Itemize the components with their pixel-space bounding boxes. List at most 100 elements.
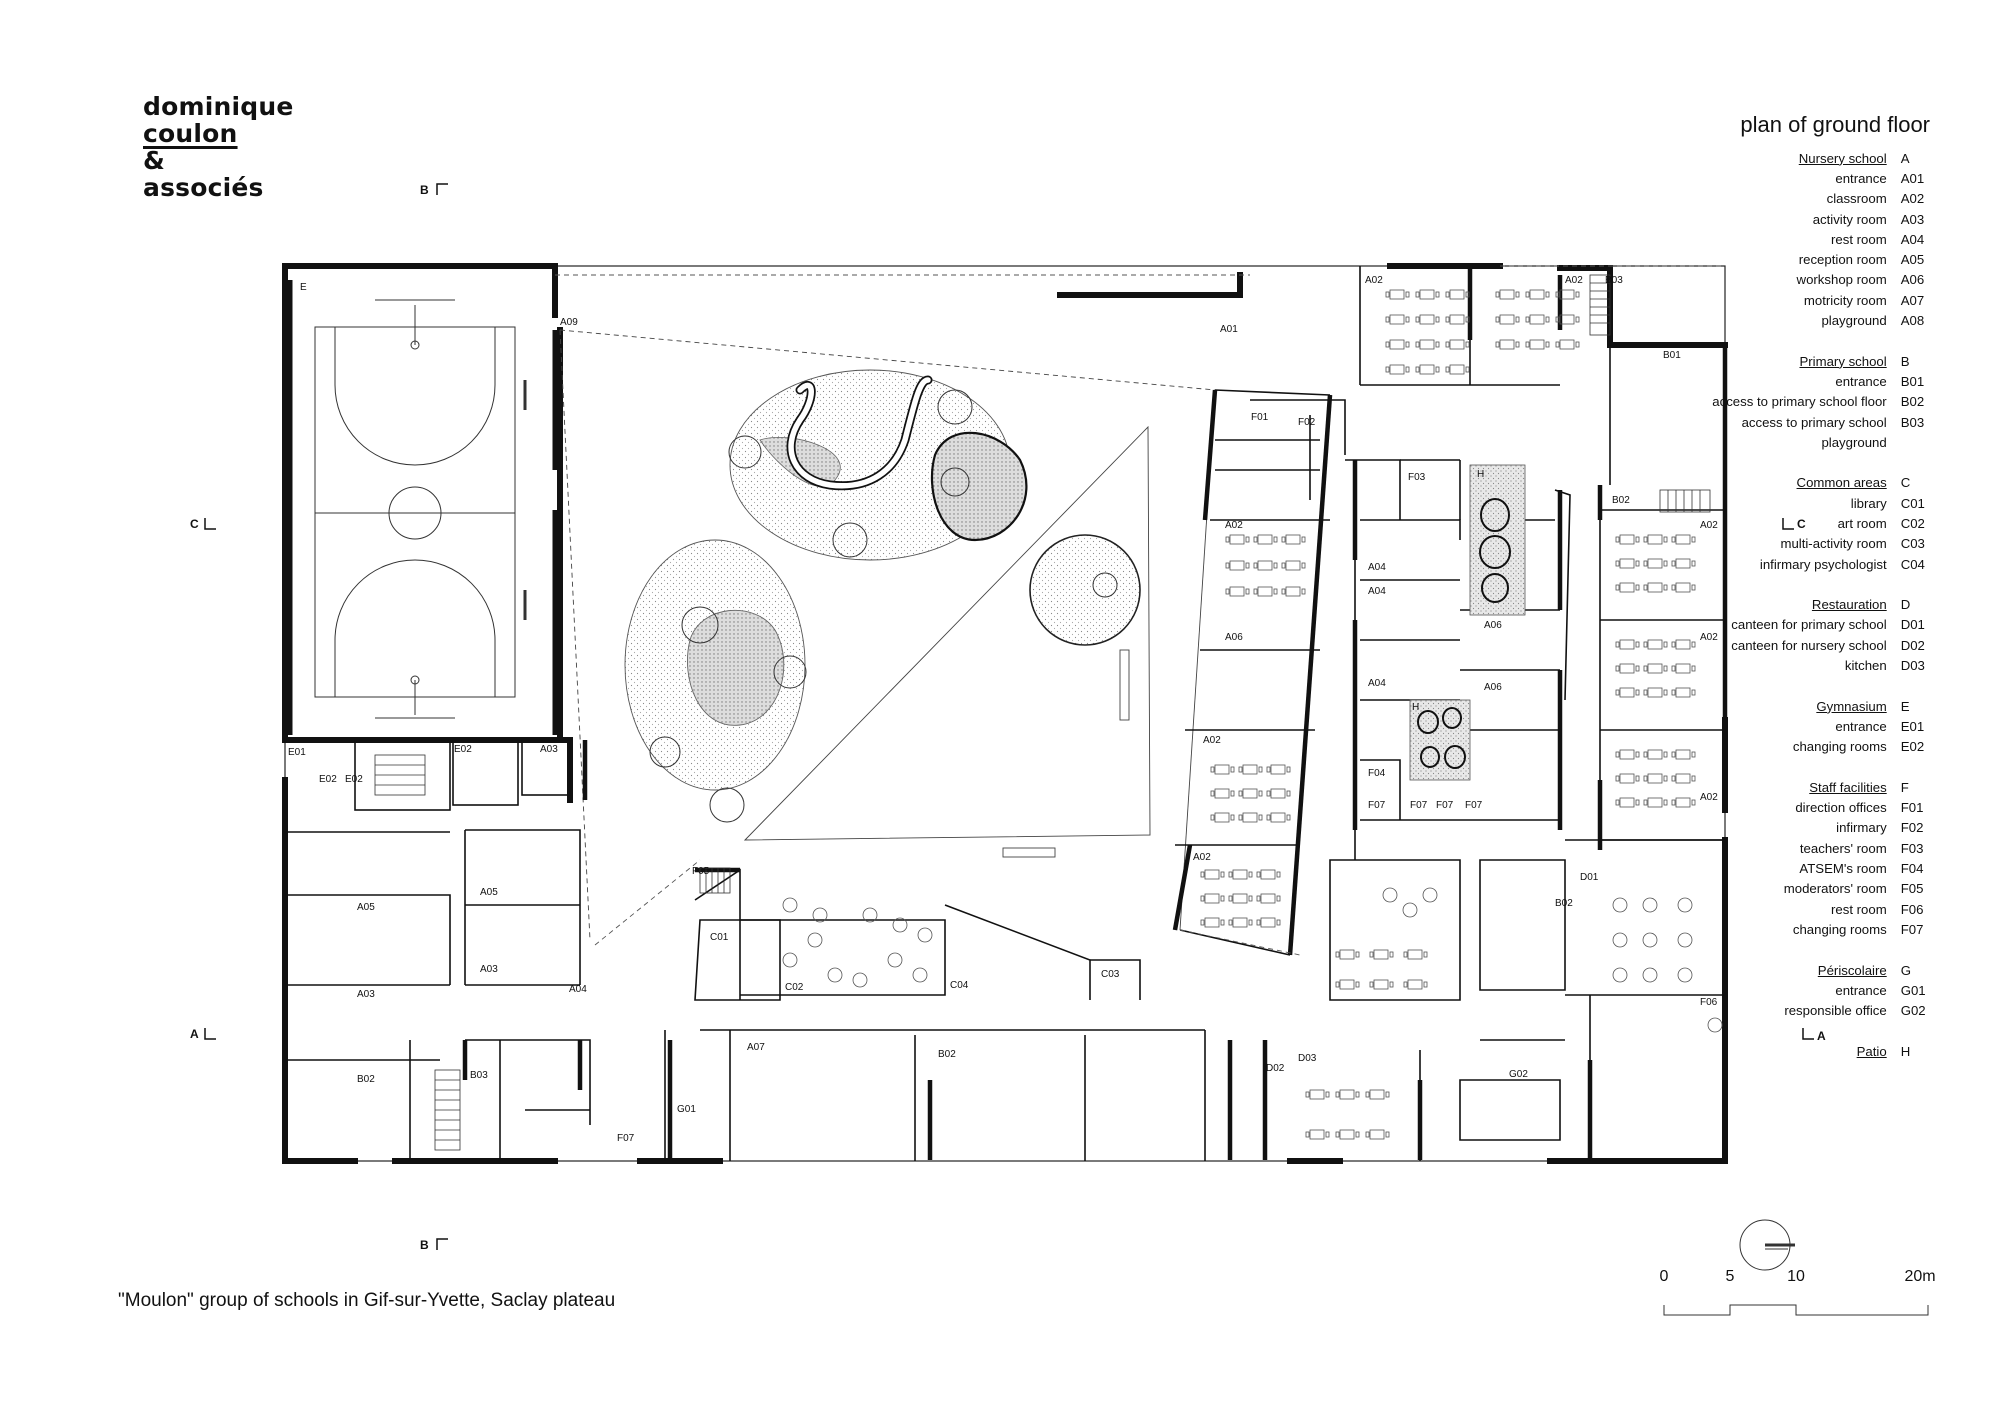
chair <box>1415 341 1420 348</box>
table <box>1214 788 1230 799</box>
chair <box>1663 560 1668 567</box>
section-a-right: A <box>1817 1029 1826 1043</box>
chair <box>1405 291 1410 298</box>
legend-item-name: playground <box>1821 313 1887 329</box>
chair <box>1335 1131 1340 1138</box>
section-a-left: A <box>190 1027 199 1041</box>
room-label: E01 <box>288 747 306 758</box>
table <box>1559 314 1575 325</box>
room-label: A03 <box>540 744 558 755</box>
chair <box>1671 536 1676 543</box>
chair <box>1273 588 1278 595</box>
table <box>1675 773 1691 784</box>
room-label: E <box>300 282 307 293</box>
chair <box>1210 790 1215 797</box>
chair <box>1615 641 1620 648</box>
chair <box>1385 316 1390 323</box>
chair <box>1335 981 1340 988</box>
legend-item-name: reception room <box>1798 252 1887 268</box>
chair <box>1281 536 1286 543</box>
chair <box>1266 790 1271 797</box>
chair <box>1465 341 1470 348</box>
room-label: A05 <box>357 902 375 913</box>
table <box>1270 812 1286 823</box>
table <box>1373 979 1389 990</box>
round-table <box>852 972 868 988</box>
table <box>1675 639 1691 650</box>
chair <box>1691 536 1696 543</box>
legend-item-code: A05 <box>1900 252 1925 268</box>
chair <box>1355 981 1360 988</box>
round-table <box>862 907 878 923</box>
chair <box>1465 366 1470 373</box>
chair <box>1415 366 1420 373</box>
room-label: D02 <box>1266 1063 1285 1074</box>
chair <box>1335 951 1340 958</box>
chair <box>1415 291 1420 298</box>
section-b-top: B <box>420 183 429 197</box>
patios <box>1409 464 1526 781</box>
section-c-right: C <box>1797 517 1806 531</box>
round-table <box>1677 967 1693 983</box>
section-marker-labels: B B C C A A <box>190 183 1826 1252</box>
legend-item-code: D01 <box>1900 617 1925 633</box>
table <box>1647 797 1663 808</box>
chair <box>1691 641 1696 648</box>
chair <box>1365 1131 1370 1138</box>
chair <box>1445 291 1450 298</box>
section-markers <box>204 183 1814 1250</box>
table <box>1242 764 1258 775</box>
legend-item-code: A04 <box>1900 231 1925 247</box>
room-label: D03 <box>1298 1053 1317 1064</box>
legend-item-name: activity room <box>1812 211 1887 227</box>
chair <box>1465 291 1470 298</box>
chair <box>1643 536 1648 543</box>
legend-item-name: access to primary school <box>1741 414 1887 430</box>
chair <box>1253 588 1258 595</box>
scale-tick-5: 5 <box>1725 1268 1735 1285</box>
chair <box>1228 871 1233 878</box>
chair <box>1286 790 1291 797</box>
room-label: E02 <box>454 744 472 755</box>
table <box>1407 949 1423 960</box>
chair <box>1248 871 1253 878</box>
round-table <box>1422 887 1438 903</box>
legend-group-code: F <box>1900 779 1909 795</box>
round-table <box>892 917 908 933</box>
legend-item-code: A08 <box>1900 313 1925 329</box>
table <box>1675 663 1691 674</box>
chair <box>1245 588 1250 595</box>
chair <box>1301 588 1306 595</box>
round-table <box>917 927 933 943</box>
chair <box>1365 1091 1370 1098</box>
legend-item-name: moderators' room <box>1783 881 1887 897</box>
room-label: D01 <box>1580 872 1599 883</box>
room-label: B03 <box>470 1070 488 1081</box>
building-outline <box>284 265 1726 1162</box>
chair <box>1635 799 1640 806</box>
table <box>1204 869 1220 880</box>
table <box>1407 979 1423 990</box>
planting-areas <box>624 369 1141 791</box>
room-label: E02 <box>319 774 337 785</box>
chair <box>1258 790 1263 797</box>
chair <box>1643 689 1648 696</box>
chair <box>1691 799 1696 806</box>
table <box>1619 663 1635 674</box>
chair <box>1691 751 1696 758</box>
chair <box>1281 562 1286 569</box>
scale-bar-labels: 0 5 10 20m <box>1650 1268 1950 1328</box>
table <box>1647 687 1663 698</box>
legend-item-name: kitchen <box>1844 658 1887 674</box>
chair <box>1615 665 1620 672</box>
legend-item-name: access to primary school floor <box>1712 394 1887 410</box>
legend-item-code: A01 <box>1900 170 1925 186</box>
room-label: A06 <box>1484 682 1502 693</box>
